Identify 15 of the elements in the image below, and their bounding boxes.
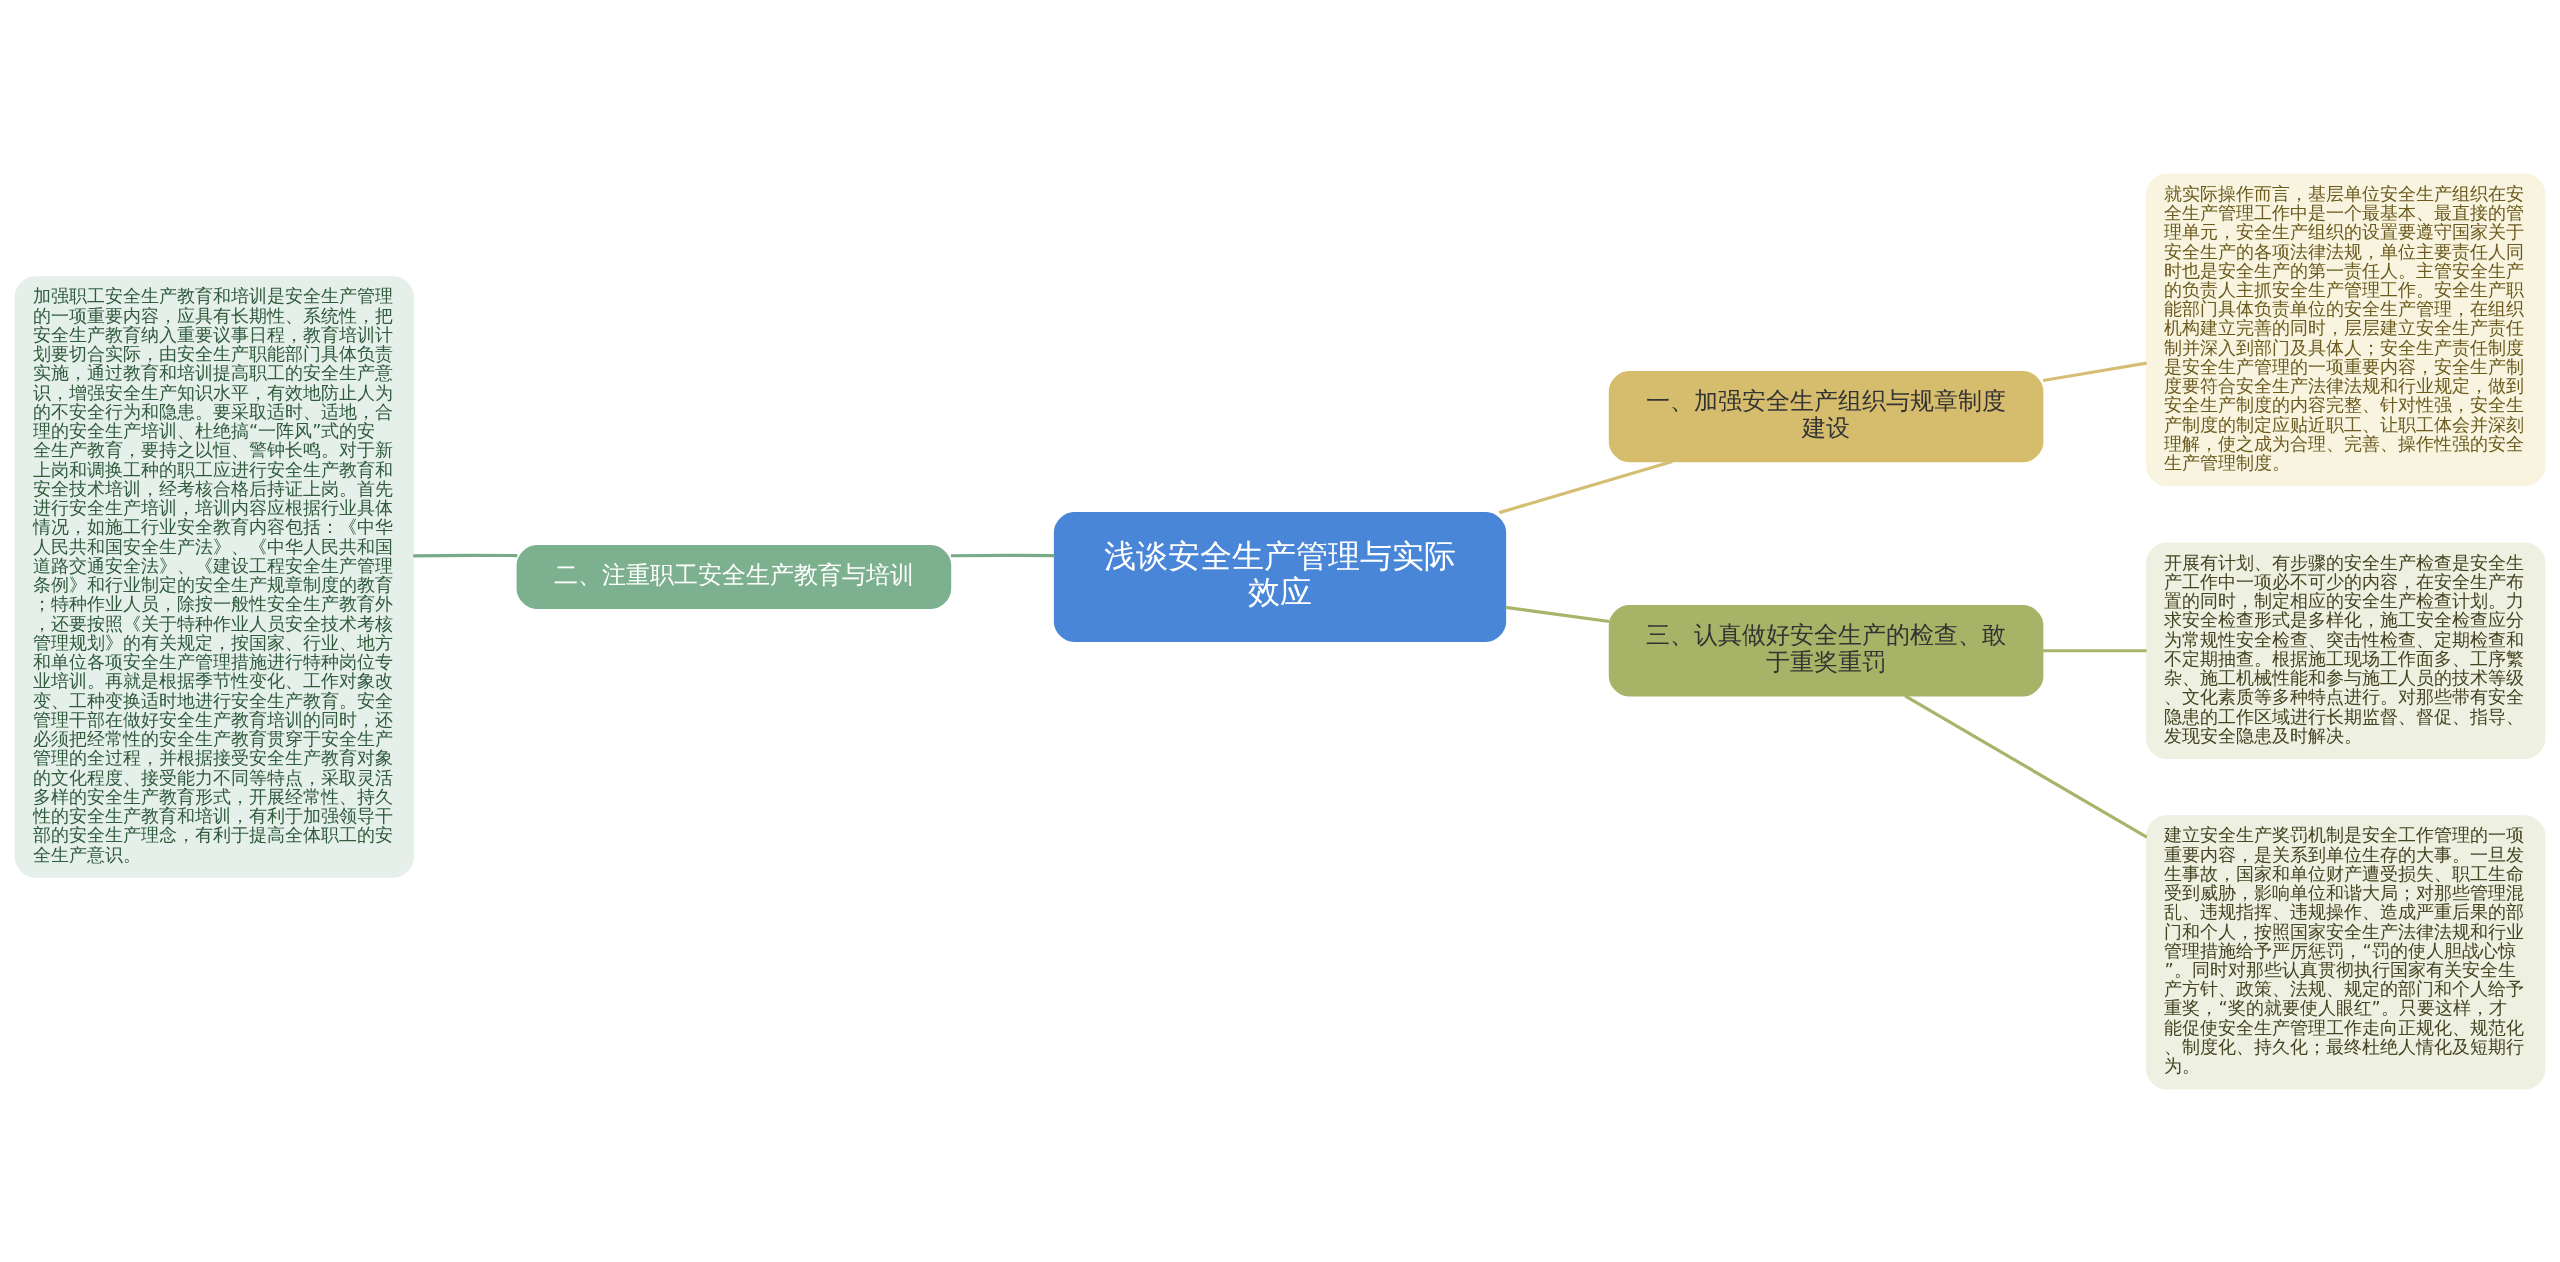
node-box: 加强职工安全生产教育和培训是安全生产管理的一项重要内容，应具有长期性、系统性，把安全生产教育纳入重要议事日程，教育培训计划要切合实际，由安全生产职能部门具体负责实施，通过教育和培训提高职工的安全生产意识，增强安全生产知识水平，有效地防止人为的不安全行为和隐患。要采取适时、适地，合理的安全生产培训、杜绝搞“一阵风”式的安全生产教育，要持之以恒、警钟长鸣。对于新上岗和调换工种的职工应进行安全生产教育和安全技术培训，经考核合格后持证上岗。首先进行安全生产培训，培训内容应根据行业具体情况，如施工行业安全教育内容包括：《中华人民共和国安全生产法》、《中华人民共和国道路交通安全法》、《建设工程安全生产管理条例》和行业制定的安全生产规章制度的教育；特种作业人员，除按一般性安全生产教育外，还要按照《关于特种作业人员安全技术考核管理规划》的有关规定，按国家、行业、地方和单位各项安全生产管理措施进行特种岗位专业培训。再就是根据季节性变化、工作对象改变、工种变换适时地进行安全生产教育。安全管理干部在做好安全生产教育培训的同时，还必须把经常性的安全生产教育贯穿于安全生产管理的全过程，并根据接受安全生产教育对象的文化程度、接受能力不同等特点，采取灵活多样的安全生产教育形式，开展经常性、持久性的安全生产教育和培训，有利于加强领导干部的安全生产理念，有利于提高全体职工的安全生产意识。 xyxy=(14,275,414,878)
connector xyxy=(1498,459,1673,514)
node-box: 就实际操作而言，基层单位安全生产组织在安全生产管理工作中是一个最基本、最直接的管理单元，安全生产组织的设置要遵守国家关于安全生产的各项法律法规，单位主要责任人同时也是安全生产的第一责任人。主管安全生产的负责人主抓安全生产管理工作。安全生产职能部门具体负责单位的安全生产管理，在组织机构建立完善的同时，层层建立安全生产责任制并深入到部门及具体人；安全生产责任制度是安全生产管理的一项重要内容，安全生产制度要符合安全生产法律法规和行业规定，做到安全生产制度的内容完整、针对性强，安全生产制度的制定应贴近职工、让职工体会并深刻理解，使之成为合理、完善、操作性强的安全生产管理制度。 xyxy=(2146,173,2546,486)
node-box: 三、认真做好安全生产的检查、敢于重奖重罚 xyxy=(1608,604,2044,696)
node-box: 二、注重职工安全生产教育与培训 xyxy=(516,544,952,609)
connector xyxy=(2043,648,2147,652)
node-box: 一、加强安全生产组织与规章制度建设 xyxy=(1608,370,2044,462)
connector xyxy=(1505,605,1610,623)
connector xyxy=(1904,694,2148,838)
node-box: 建立安全生产奖罚机制是安全工作管理的一项重要内容，是关系到单位生存的大事。一旦发生事故，国家和单位财产遭受损失、职工生命受到威胁，影响单位和谐大局；对那些管理混乱、违规指挥、违规操作、造成严重后果的部门和个人，按照国家安全生产法律法规和行业管理措施给予严厉惩罚，“罚的使人胆战心惊”。同时对那些认真贯彻执行国家有关安全生产方针、政策、法规、规定的部门和个人给予重奖，“奖的就要使人眼红”。只要这样，才能促使安全生产管理工作走向正规化、规范化、制度化、持久化；最终杜绝人情化及短期行为。 xyxy=(2146,814,2546,1089)
connector xyxy=(950,553,1055,557)
node-box: 开展有计划、有步骤的安全生产检查是安全生产工作中一项必不可少的内容，在安全生产布置的同时，制定相应的安全生产检查计划。力求安全检查形式是多样化，施工安全检查应分为常规性安全检查、突击性检查、定期检查和不定期抽查。根据施工现场工作面多、工序繁杂、施工机械性能和参与施工人员的技术等级、文化素质等多种特点进行。对那些带有安全隐患的工作区域进行长期监督、督促、指导、发现安全隐患及时解决。 xyxy=(2146,542,2546,759)
node-box: 浅谈安全生产管理与实际效应 xyxy=(1053,511,1507,642)
connector xyxy=(413,553,518,557)
connector xyxy=(2042,361,2147,382)
